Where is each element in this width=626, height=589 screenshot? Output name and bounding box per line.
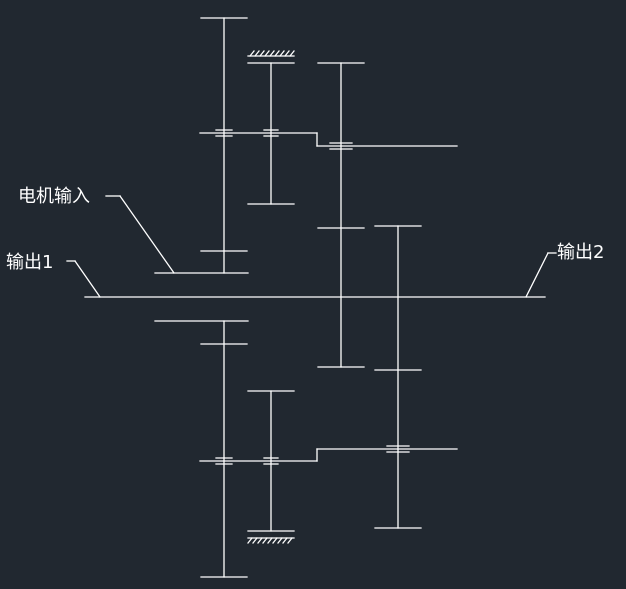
motor-input-leader [105, 195, 175, 274]
motor-input-sleeve [154, 272, 249, 322]
lower-ground-hatch [247, 537, 295, 544]
output1-leader [66, 260, 101, 298]
output2-leader [525, 252, 557, 298]
upper-central-gear [317, 62, 365, 368]
output2-label: 输出2 [557, 242, 604, 263]
lower-countershaft [199, 448, 458, 462]
output2-gear [374, 225, 422, 529]
lower-gear-left [200, 320, 248, 578]
upper-gear-left [200, 17, 248, 274]
upper-ground-hatch [247, 50, 295, 57]
output1-label: 输出1 [6, 252, 53, 273]
motor-input-label: 电机输入 [18, 186, 90, 207]
upper-countershaft [199, 132, 458, 147]
